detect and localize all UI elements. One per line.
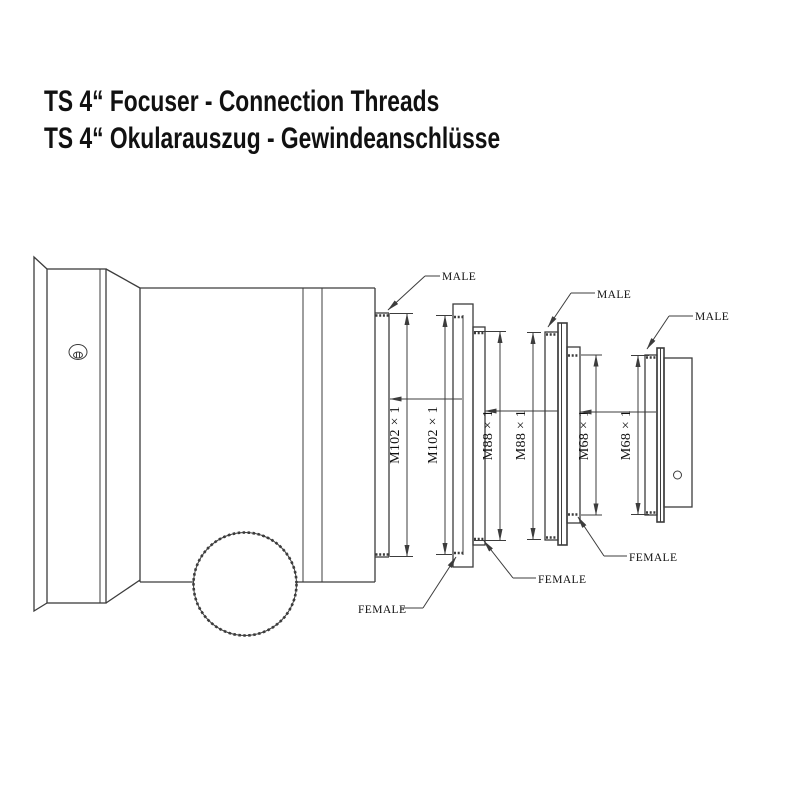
dim-text-m102-male: M102 × 1	[388, 406, 403, 464]
adapter-c-body	[663, 357, 693, 508]
dimension-adapter-b-m68: M68 × 1	[577, 354, 602, 516]
leader-female-2: FEMALE	[483, 540, 586, 586]
focuser-male-thread-m102	[375, 312, 390, 558]
focus-knob	[192, 531, 298, 637]
dim-text-m88-female: M88 × 1	[481, 410, 496, 460]
female-label-3: FEMALE	[629, 552, 677, 564]
dimension-adapter-a-m88: M88 × 1	[474, 331, 506, 541]
adapter-m88-m68	[544, 322, 581, 546]
title-line-english: TS 4“ Focuser - Connection Threads	[44, 85, 440, 118]
male-label-2: MALE	[597, 289, 631, 301]
thread-mating-connectors	[389, 396, 656, 415]
focuser-rear-flange-edge	[33, 255, 48, 613]
focuser-cone-bottom	[105, 579, 141, 604]
leader-male-3: MALE	[646, 311, 729, 350]
dimension-adapter-c-m68: M68 × 1	[619, 355, 649, 515]
adapter-a-m88-socket	[472, 326, 486, 546]
adapter-c-male-barrel	[644, 354, 658, 516]
title-line-german: TS 4“ Okularauszug - Gewindeanschlüsse	[44, 122, 501, 155]
dim-text-m88-male: M88 × 1	[514, 410, 529, 460]
dim-text-m102-female: M102 × 1	[426, 406, 441, 464]
focuser-cone-top	[105, 268, 141, 289]
title-block: TS 4“ Focuser - Connection Threads TS 4“…	[44, 83, 500, 157]
adapter-m68-end	[644, 347, 693, 523]
leader-male-1: MALE	[387, 271, 476, 311]
dimension-focuser-m102: M102 × 1	[388, 313, 413, 557]
adapter-b-male-barrel	[544, 331, 559, 541]
dimension-adapter-a-m102: M102 × 1	[426, 315, 452, 555]
female-label-2: FEMALE	[538, 574, 586, 586]
focuser-body	[33, 255, 390, 637]
dim-text-m68-female: M68 × 1	[577, 410, 592, 460]
knob-knurling	[192, 531, 298, 637]
leader-female-3: FEMALE	[577, 516, 677, 564]
adapter-b-flange	[557, 322, 568, 546]
dimension-adapter-b-m88: M88 × 1	[514, 332, 541, 540]
male-label-1: MALE	[442, 271, 476, 283]
female-label-1: FEMALE	[358, 604, 406, 616]
setscrew-hole	[673, 470, 682, 480]
leader-male-2: MALE	[547, 289, 631, 328]
flange-screw	[68, 344, 88, 360]
focuser-rear-flange	[46, 268, 107, 604]
adapter-m102-m88	[452, 303, 486, 568]
male-label-3: MALE	[695, 311, 729, 323]
leader-female-1: FEMALE	[358, 556, 457, 616]
adapter-b-m68-socket	[566, 346, 581, 524]
dim-text-m68-male: M68 × 1	[619, 410, 634, 460]
